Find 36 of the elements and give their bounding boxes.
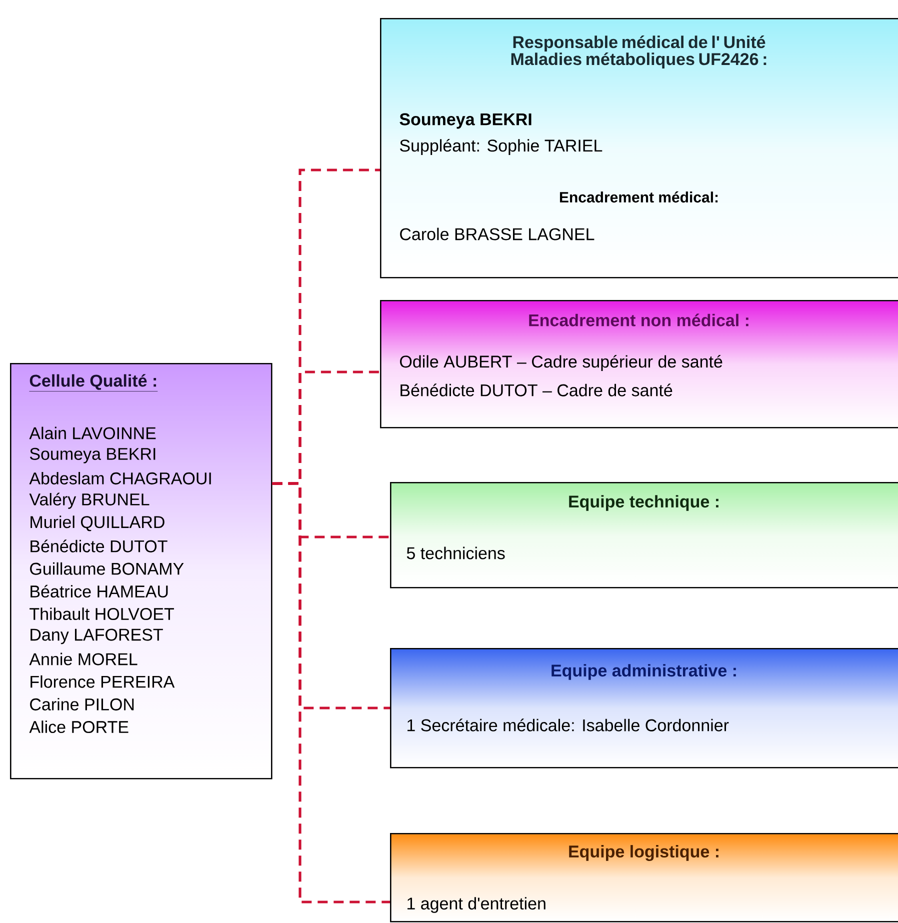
box-heading: Cellule Qualité : [29, 374, 158, 392]
connector-line [272, 482, 390, 904]
box-heading: Equipe technique : [569, 495, 718, 511]
member-line: Odile AUBERT – Cadre supérieur de santé [400, 354, 722, 372]
member-line: Annie MOREL [29, 652, 138, 666]
member-line: Thibault HOLVOET [30, 608, 174, 620]
member-line: Dany LAFOREST [30, 628, 163, 644]
team-box [390, 482, 898, 588]
box-heading: Encadrement non médical : [529, 314, 748, 326]
team-box [10, 363, 272, 780]
member-line: Guillaume BONAMY [30, 562, 184, 575]
member-line: Valéry BRUNEL [29, 492, 150, 509]
box-heading: Equipe administrative : [552, 664, 736, 680]
member-line: Bénédicte DUTOT – Cadre de santé [400, 384, 672, 396]
member-line: Suppléant: Sophie TARIEL [400, 138, 602, 156]
member-line: Bénédicte DUTOT [30, 540, 168, 552]
team-box [390, 648, 898, 768]
team-box [380, 18, 898, 278]
member-line: Béatrice HAMEAU [30, 584, 168, 598]
member-line: Abdeslam CHAGRAOUI [29, 472, 211, 484]
member-line: 5 techniciens [406, 546, 505, 560]
member-line: Carole BRASSE LAGNEL [400, 228, 594, 240]
team-box [390, 833, 898, 922]
box-heading: Responsable médical de l' Unité Maladies métaboliques UF2426 : [511, 36, 766, 68]
member-line: Muriel QUILLARD [30, 516, 164, 532]
member-line: Soumeya BEKRI [30, 448, 156, 464]
member-line: Carine PILON [30, 698, 134, 710]
member-line: 1 agent d'entretien [408, 897, 546, 913]
member-line: Florence PEREIRA [30, 675, 175, 688]
box-heading: Equipe logistique : [569, 845, 718, 861]
person-name: Soumeya BEKRI [400, 113, 532, 129]
section-heading: Encadrement médical: [560, 191, 718, 203]
member-line: Alain LAVOINNE [29, 426, 156, 440]
member-line: 1 Secrétaire médicale: Isabelle Cordonnier [408, 718, 729, 732]
team-box [380, 300, 898, 428]
member-line: Alice PORTE [29, 720, 128, 734]
